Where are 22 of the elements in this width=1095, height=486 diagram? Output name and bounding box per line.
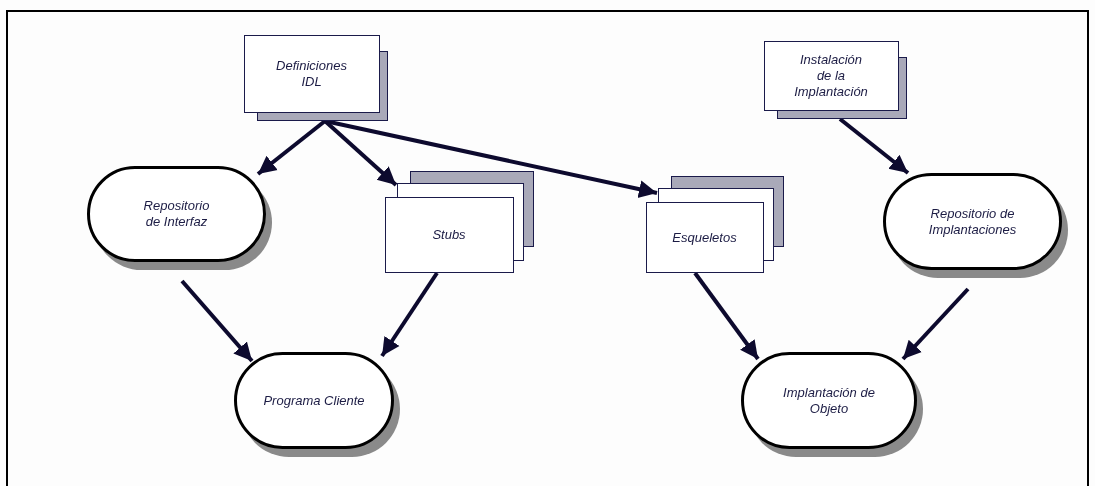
rounded-box: [234, 352, 400, 457]
node-label: Esqueletos: [672, 229, 737, 246]
stacked-documents: [646, 176, 784, 273]
node-label: Programa Cliente: [263, 392, 365, 409]
rounded-box: [741, 352, 923, 457]
arrow: [380, 271, 439, 358]
document-box: [764, 41, 907, 119]
arrow: [693, 271, 760, 361]
stacked-documents: [385, 171, 534, 273]
node-label: Implantación de Objeto: [782, 384, 876, 417]
arrow: [256, 119, 327, 176]
arrow: [838, 117, 910, 175]
node-label: Repositorio de Implantaciones: [927, 205, 1018, 238]
node-label: Stubs: [432, 227, 466, 243]
rounded-box: [87, 166, 272, 270]
arrow: [901, 287, 970, 361]
rounded-box: [883, 173, 1068, 278]
node-label: Definiciones IDL: [275, 57, 348, 90]
node-label: Repositorio de Interfaz: [142, 198, 211, 230]
node-label: Instalación de la Implantación: [793, 51, 869, 100]
arrow: [180, 279, 254, 363]
document-box: [244, 35, 388, 121]
